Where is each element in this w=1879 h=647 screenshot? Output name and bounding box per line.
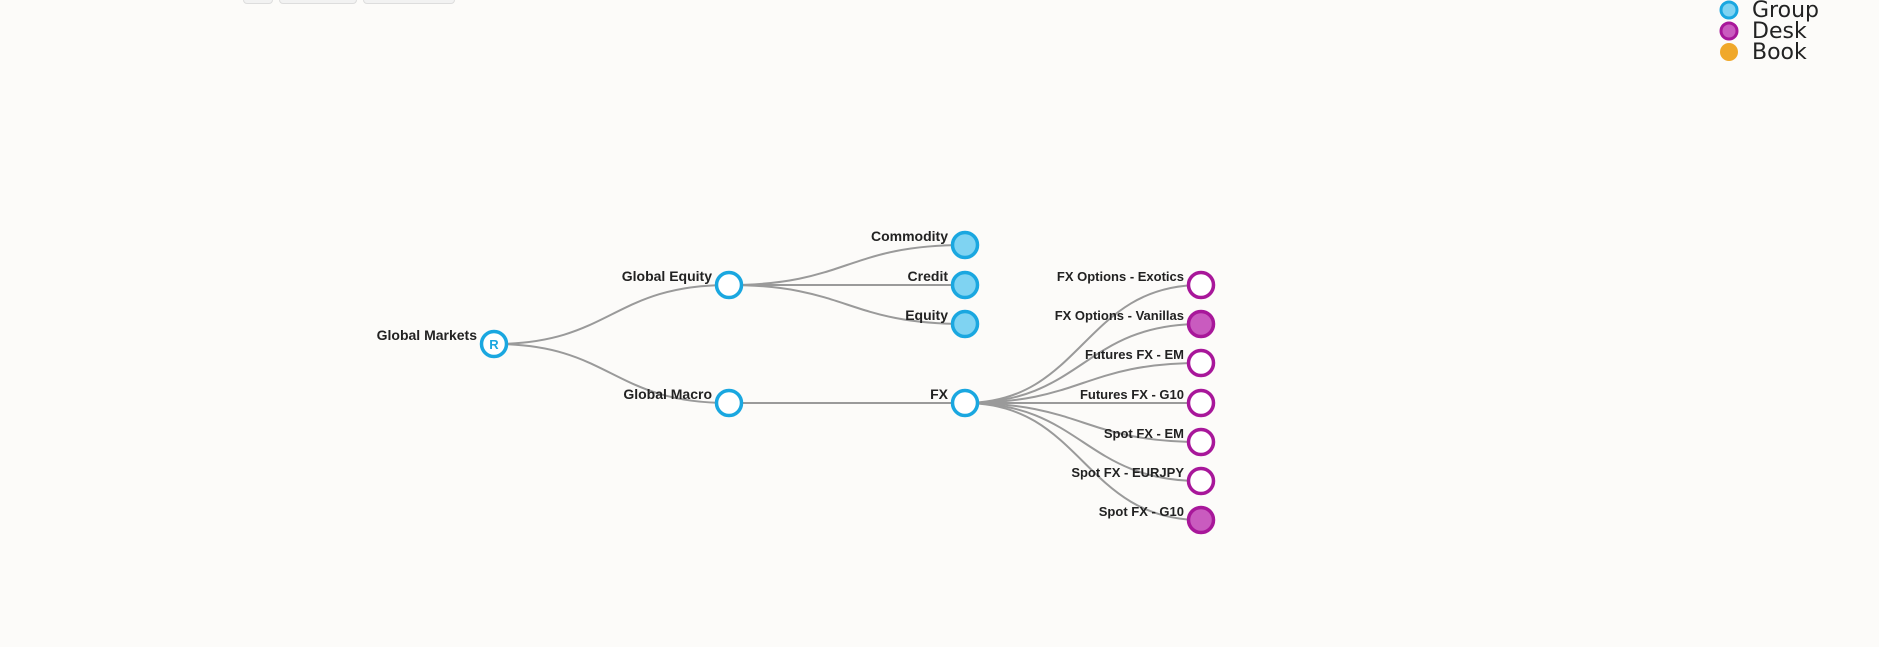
desk-node-circle[interactable] <box>1186 348 1216 378</box>
tree-node-fx-options-exotics[interactable]: FX Options - Exotics <box>1057 269 1216 300</box>
node-label: Spot FX - EURJPY <box>1071 465 1184 480</box>
desk-node-circle[interactable] <box>1186 270 1216 300</box>
legend-label-desk: Desk <box>1752 19 1807 44</box>
tree-node-fx-options-vanillas[interactable]: FX Options - Vanillas <box>1055 308 1216 339</box>
node-label: FX <box>930 386 949 402</box>
desk-node-circle[interactable] <box>1186 427 1216 457</box>
tree-node-spot-fx-em[interactable]: Spot FX - EM <box>1104 426 1216 457</box>
tree-link <box>964 284 1202 404</box>
legend-item-group: Group <box>1718 0 1819 23</box>
node-label: Futures FX - G10 <box>1080 387 1184 402</box>
node-label: Credit <box>908 268 949 284</box>
group-node-circle[interactable] <box>714 270 744 300</box>
tree-link <box>964 323 1202 404</box>
book-legend-icon <box>1720 43 1738 61</box>
group-legend-icon <box>1719 0 1739 20</box>
node-label: Global Markets <box>377 327 478 343</box>
tree-links <box>493 244 1202 521</box>
tree-link <box>964 402 1202 482</box>
top-tab-strip <box>243 0 455 4</box>
tree-node-futures-fx-g10[interactable]: Futures FX - G10 <box>1080 387 1216 418</box>
tree-link <box>493 284 730 345</box>
group-node-circle[interactable] <box>950 230 980 260</box>
tree-link <box>728 244 966 286</box>
tree-node-credit[interactable]: Credit <box>908 268 980 300</box>
desk-node-circle[interactable] <box>1186 505 1216 535</box>
node-label: Commodity <box>871 228 948 244</box>
group-node-circle[interactable] <box>950 270 980 300</box>
tree-link <box>493 343 730 404</box>
tree-node-fx[interactable]: FX <box>930 386 980 418</box>
node-label: FX Options - Vanillas <box>1055 308 1184 323</box>
group-node-circle[interactable] <box>714 388 744 418</box>
group-node-circle[interactable] <box>950 309 980 339</box>
node-label: Equity <box>905 307 948 323</box>
tree-link <box>964 402 1202 521</box>
tree-node-global-macro[interactable]: Global Macro <box>623 386 744 418</box>
tree-node-futures-fx-em[interactable]: Futures FX - EM <box>1085 347 1216 378</box>
tree-node-spot-fx-eurjpy[interactable]: Spot FX - EURJPY <box>1071 465 1216 496</box>
node-label: Futures FX - EM <box>1085 347 1184 362</box>
node-label: FX Options - Exotics <box>1057 269 1184 284</box>
group-node-circle[interactable] <box>479 329 509 359</box>
tree-link <box>964 362 1202 404</box>
desk-node-circle[interactable] <box>1186 466 1216 496</box>
tree-node-global-equity[interactable]: Global Equity <box>622 268 744 300</box>
tree-node-global-markets[interactable]: R Global Markets <box>377 327 509 359</box>
group-legend-swatch <box>1719 0 1739 20</box>
root-marker: R <box>489 337 499 352</box>
legend-item-book: Book <box>1718 40 1819 65</box>
desk-node-circle[interactable] <box>1186 388 1216 418</box>
legend: Group Desk Book <box>1718 0 1819 65</box>
tree-node-equity[interactable]: Equity <box>905 307 980 339</box>
node-label: Spot FX - G10 <box>1099 504 1184 519</box>
node-label: Global Macro <box>623 386 712 402</box>
desk-legend-icon <box>1719 21 1739 41</box>
desk-node-circle[interactable] <box>1186 309 1216 339</box>
tree-node-spot-fx-g10[interactable]: Spot FX - G10 <box>1099 504 1216 535</box>
book-legend-swatch <box>1720 43 1738 61</box>
tree-link <box>728 284 966 325</box>
node-label: Spot FX - EM <box>1104 426 1184 441</box>
tree-link <box>964 402 1202 443</box>
legend-label-book: Book <box>1752 40 1807 65</box>
node-label: Global Equity <box>622 268 712 284</box>
desk-legend-swatch <box>1719 21 1739 41</box>
legend-item-desk: Desk <box>1718 19 1819 44</box>
legend-label-group: Group <box>1752 0 1819 23</box>
tree-node-commodity[interactable]: Commodity <box>871 228 980 260</box>
group-node-circle[interactable] <box>950 388 980 418</box>
